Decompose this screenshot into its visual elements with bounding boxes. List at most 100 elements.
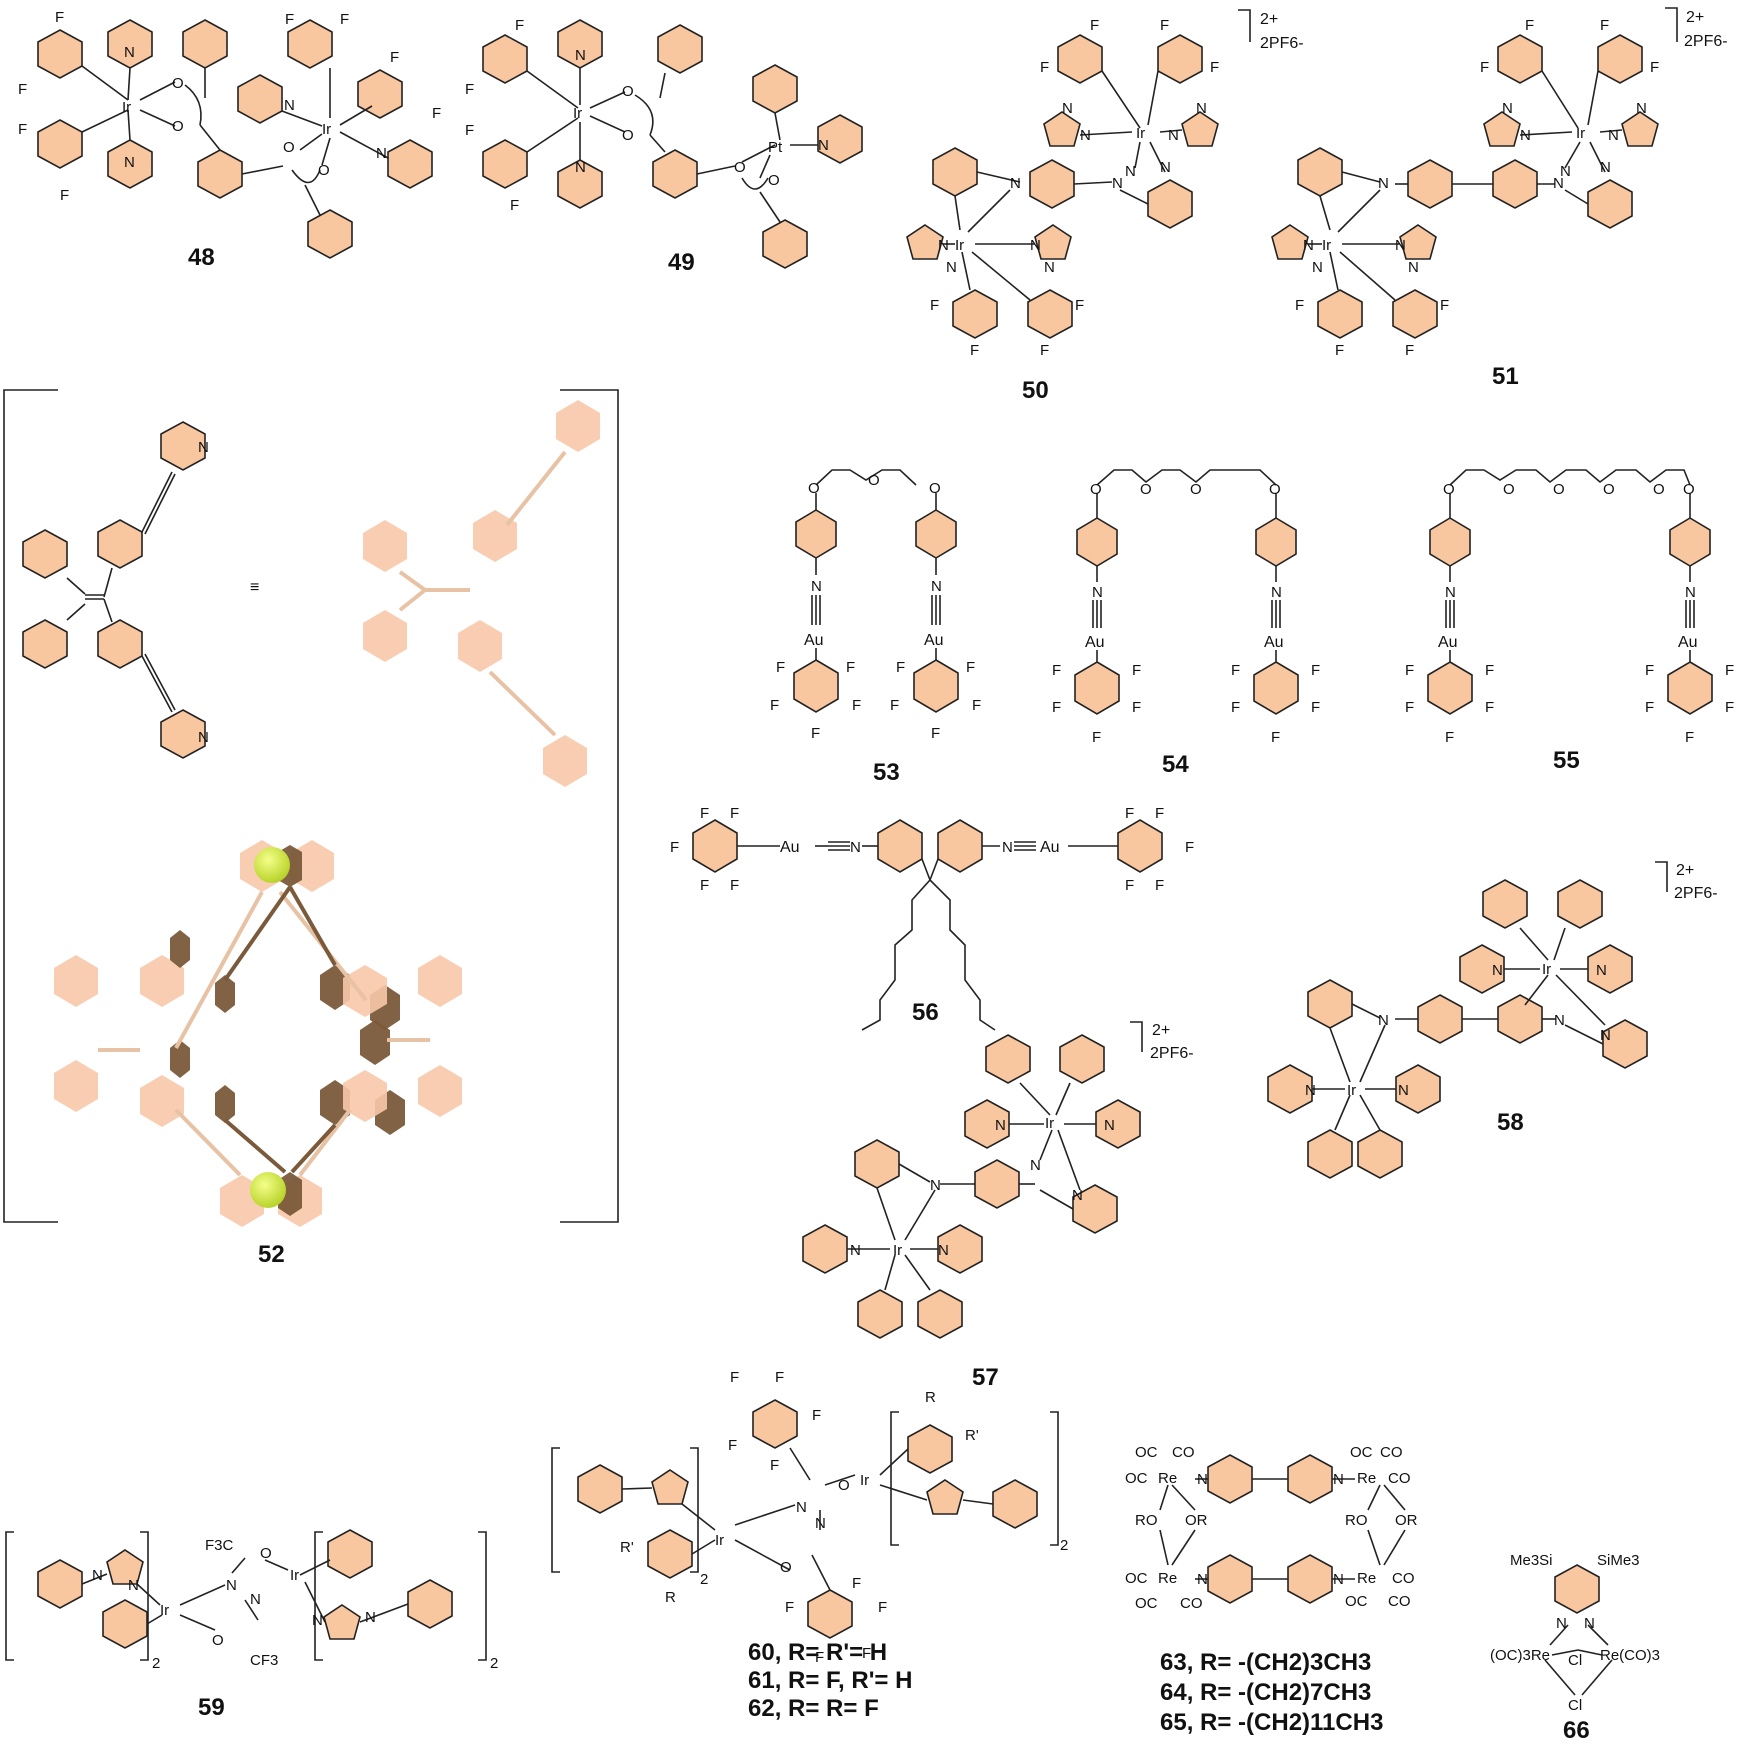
compound-label-56: 56 [912,999,939,1026]
atom: F [1445,729,1454,746]
atom: F [972,697,981,714]
compound-50: F F F F N N N N Ir N N N N Ir N N N N F … [906,9,1304,404]
atom: O [212,1632,224,1649]
atom: N [1554,1012,1565,1029]
atom: F [1405,699,1414,716]
atom: Re [1158,1570,1177,1587]
atom: Ir [1347,1082,1356,1099]
atom: N [1160,159,1171,176]
atom: F [890,697,899,714]
atom: N [226,1577,237,1594]
atom: F [812,1407,821,1424]
atom: Ir [290,1567,299,1584]
atom: F [1311,662,1320,679]
atom: F [970,342,979,359]
atom: O [1603,481,1615,498]
atom: F [1295,297,1304,314]
charge-label: 2+ [1686,9,1704,26]
subscript: 2 [700,1571,708,1588]
atom: F [846,659,855,676]
atom: F [700,805,709,822]
atom: O [172,118,184,135]
counterion-label: 2PF6- [1674,885,1718,902]
atom: SiMe3 [1597,1552,1640,1569]
atom: N [1395,237,1406,254]
atom: F [55,9,64,26]
atom: Me3Si [1510,1552,1553,1569]
atom: Ir [1576,125,1585,142]
atom: Ir [893,1242,902,1259]
atom: Ir [1136,125,1145,142]
atom: N [1125,163,1136,180]
atom: N [1608,127,1619,144]
atom: Ir [122,99,131,116]
atom: O [1653,481,1665,498]
counterion-label: 2PF6- [1684,33,1728,50]
compound-label-65: 65, R= -(CH2)11CH3 [1160,1709,1383,1736]
atom: N [1502,100,1513,117]
atom: RO [1135,1512,1158,1529]
compound-label-66: 66 [1563,1717,1590,1744]
atom: N [1556,1615,1567,1632]
atom: N [938,237,949,254]
atom: OR [1395,1512,1418,1529]
atom: CO [1172,1444,1195,1461]
atom: OC [1125,1570,1148,1587]
atom: N [1197,1471,1208,1488]
compound-label-53: 53 [873,759,900,786]
atom: Pt [768,139,783,156]
atom: N [995,1117,1006,1134]
atom: N [198,729,209,746]
atom: N [1062,100,1073,117]
atom: OR [1185,1512,1208,1529]
atom: F [1092,729,1101,746]
atom: N [850,1242,861,1259]
atom: N [365,1609,376,1626]
atom: F [340,11,349,28]
atom: Au [1040,839,1060,856]
metal-sphere-icon [250,1172,286,1208]
metal-sphere-icon [254,847,290,883]
atom: N [1305,1082,1316,1099]
atom: O [1443,481,1455,498]
atom: O [734,159,746,176]
atom: Ir [1542,961,1551,978]
atom: F [1405,662,1414,679]
atom: N [198,439,209,456]
atom: F [730,877,739,894]
atom: F [390,49,399,66]
atom: F [930,297,939,314]
atom: Au [804,632,824,649]
atom: N [1378,1012,1389,1029]
atom: N [1112,175,1123,192]
compound-label-60: 60, R= R'= H [748,1639,887,1666]
atom: O [622,127,634,144]
compound-label-51: 51 [1492,363,1519,390]
atom: N [1685,584,1696,601]
atom: F [1685,729,1694,746]
atom: F [1480,59,1489,76]
atom: O [929,480,941,497]
atom: Ir [573,105,582,122]
charge-label: 2+ [1260,11,1278,28]
atom: N [92,1567,103,1584]
atom: F [730,805,739,822]
atom: Ir [860,1472,869,1489]
subscript: 2 [490,1655,498,1672]
atom: F [1185,839,1194,856]
atom: CO [1388,1470,1411,1487]
atom: F [1155,805,1164,822]
atom: N [575,159,586,176]
atom: N [1445,584,1456,601]
atom: F [1485,699,1494,716]
atom: F [1311,699,1320,716]
compound-label-59: 59 [198,1694,225,1721]
atom: N [1196,100,1207,117]
atom: F [1440,297,1449,314]
compound-55: O O O O O O N N Au Au F F F F F F F F F … [1405,469,1734,774]
compound-label-63: 63, R= -(CH2)3CH3 [1160,1649,1371,1676]
atom: N [1408,259,1419,276]
atom: O [622,83,634,100]
atom: F [60,187,69,204]
